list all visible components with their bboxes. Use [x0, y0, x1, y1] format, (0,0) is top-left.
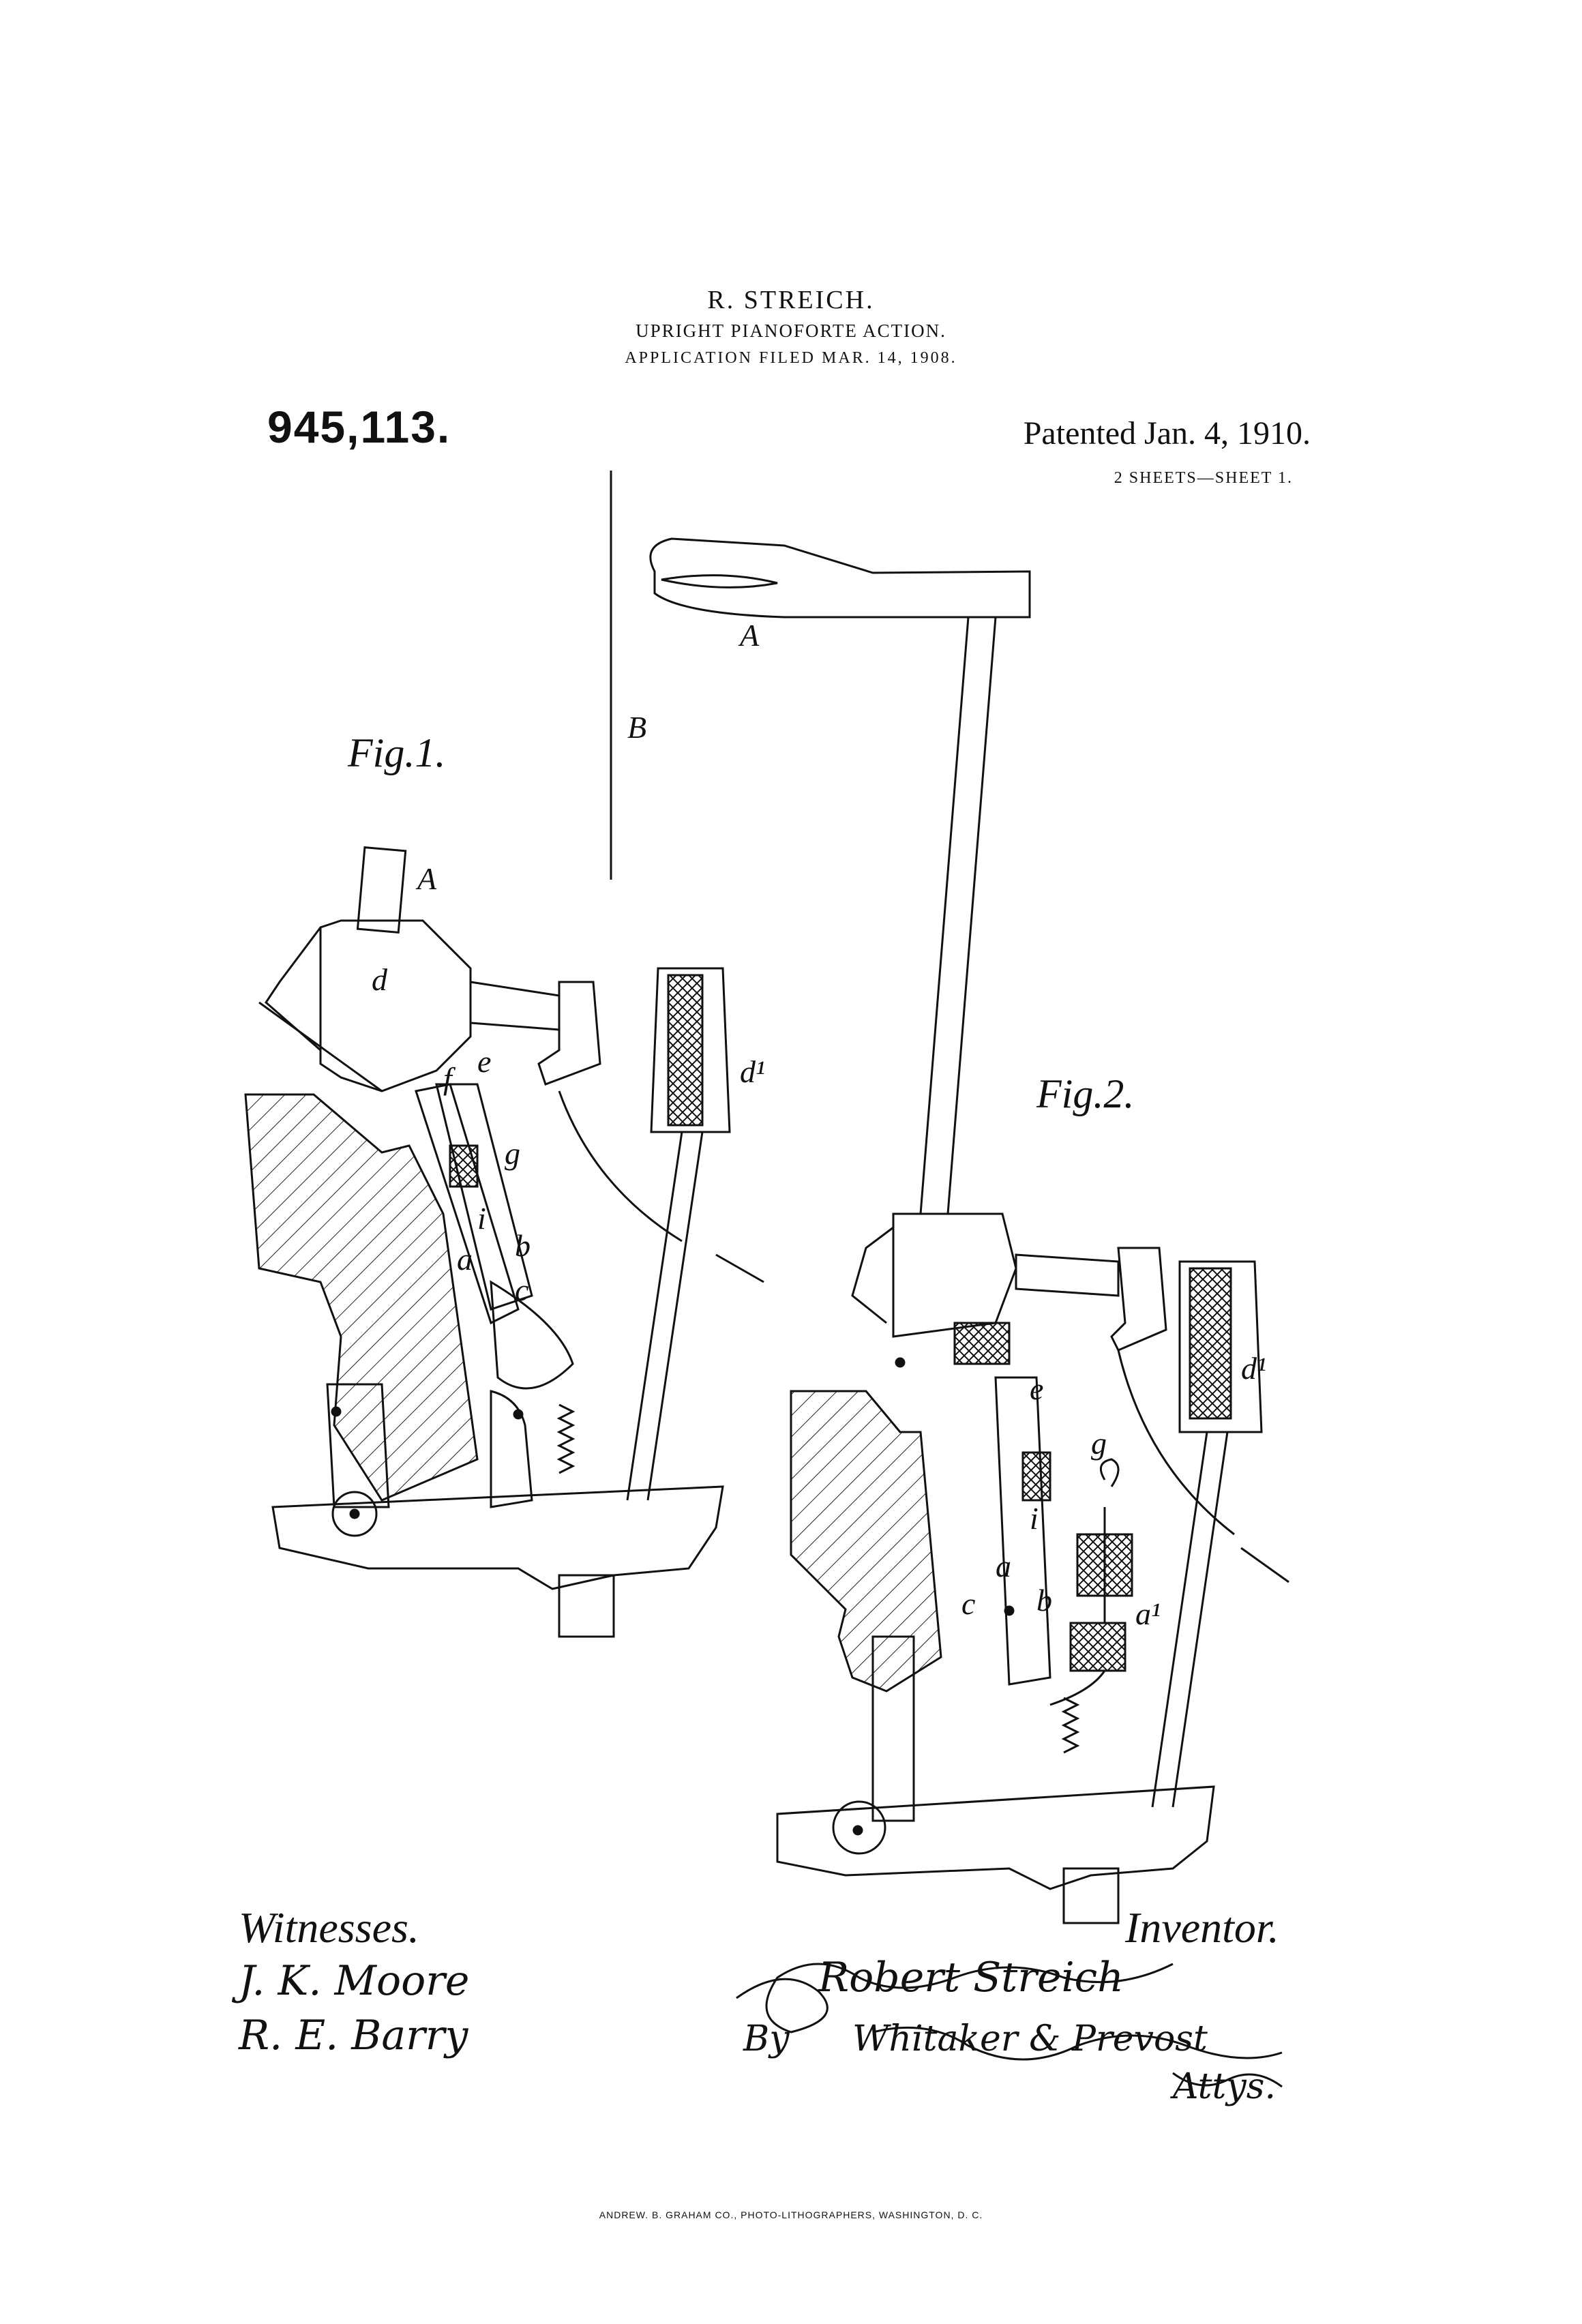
attys-label: Attys.	[1173, 2066, 1277, 2107]
hammer-head-a	[649, 537, 1031, 619]
by-label: By	[743, 2018, 790, 2059]
weight-a1	[1069, 1622, 1126, 1672]
label-f: f	[443, 1061, 452, 1096]
witness-signature-1: J. K. Moore	[239, 1957, 470, 2005]
label-c-fig2: c	[961, 1586, 976, 1621]
attorney-signature: Whitaker & Prevost	[852, 2018, 1208, 2059]
patent-number: 945,113.	[267, 402, 451, 452]
witnesses-heading: Witnesses.	[239, 1903, 419, 1952]
butt-fig2	[892, 1212, 1017, 1338]
label-g-fig1: g	[505, 1136, 520, 1171]
label-i-fig2: i	[1030, 1501, 1039, 1536]
signature-strokes	[736, 1963, 1283, 2088]
inventor-name: R. STREICH.	[707, 286, 875, 314]
label-d1-fig1: d¹	[740, 1054, 765, 1089]
damper-d1-fig1	[650, 967, 731, 1133]
sheet-count: 2 SHEETS—SHEET 1.	[1114, 469, 1293, 487]
label-a-fig1: A	[417, 861, 437, 896]
inventor-heading: Inventor.	[1125, 1903, 1279, 1952]
label-c-fig1: c	[515, 1272, 529, 1307]
label-d: d	[372, 962, 387, 997]
patent-title: UPRIGHT PIANOFORTE ACTION.	[636, 321, 946, 341]
hatched-block-fig1	[244, 1093, 479, 1502]
label-a1: a¹	[1135, 1596, 1161, 1631]
key-base-fig1	[271, 1485, 724, 1590]
label-a-small-fig2: a	[996, 1549, 1011, 1583]
label-e-fig1: e	[477, 1044, 492, 1079]
label-g-fig2: g	[1091, 1426, 1107, 1461]
label-a-small-fig1: a	[457, 1242, 473, 1277]
label-i-fig1: i	[477, 1201, 486, 1236]
label-a-top: A	[740, 618, 760, 653]
witness-signature-2: R. E. Barry	[239, 2012, 468, 2059]
patented-date: Patented Jan. 4, 1910.	[1023, 415, 1311, 451]
label-b-fig2: b	[1036, 1583, 1052, 1618]
label-b-rail: B	[627, 710, 647, 745]
spring-fig2	[1061, 1697, 1080, 1754]
fig2-drawing	[776, 1212, 1289, 1924]
spring-fig1	[556, 1403, 576, 1474]
inventor-signature: Robert Streich	[818, 1954, 1124, 2001]
fig2-caption: Fig.2.	[1036, 1071, 1135, 1116]
application-filed: APPLICATION FILED MAR. 14, 1908.	[625, 349, 957, 367]
label-d1-fig2: d¹	[1241, 1351, 1266, 1386]
hammer-shank-fig2	[919, 616, 970, 1215]
hatched-block-fig2	[790, 1390, 942, 1693]
key-base-fig2	[776, 1785, 1215, 1890]
label-b-fig1: b	[515, 1228, 531, 1263]
damper-d1-fig2	[1178, 1260, 1263, 1433]
fig1-drawing	[244, 846, 764, 1638]
printer-credit: ANDREW. B. GRAHAM CO., PHOTO-LITHOGRAPHE…	[599, 2209, 983, 2220]
label-e-fig2: e	[1030, 1371, 1044, 1406]
butt-d	[319, 919, 472, 1092]
fig1-caption: Fig.1.	[348, 730, 446, 775]
